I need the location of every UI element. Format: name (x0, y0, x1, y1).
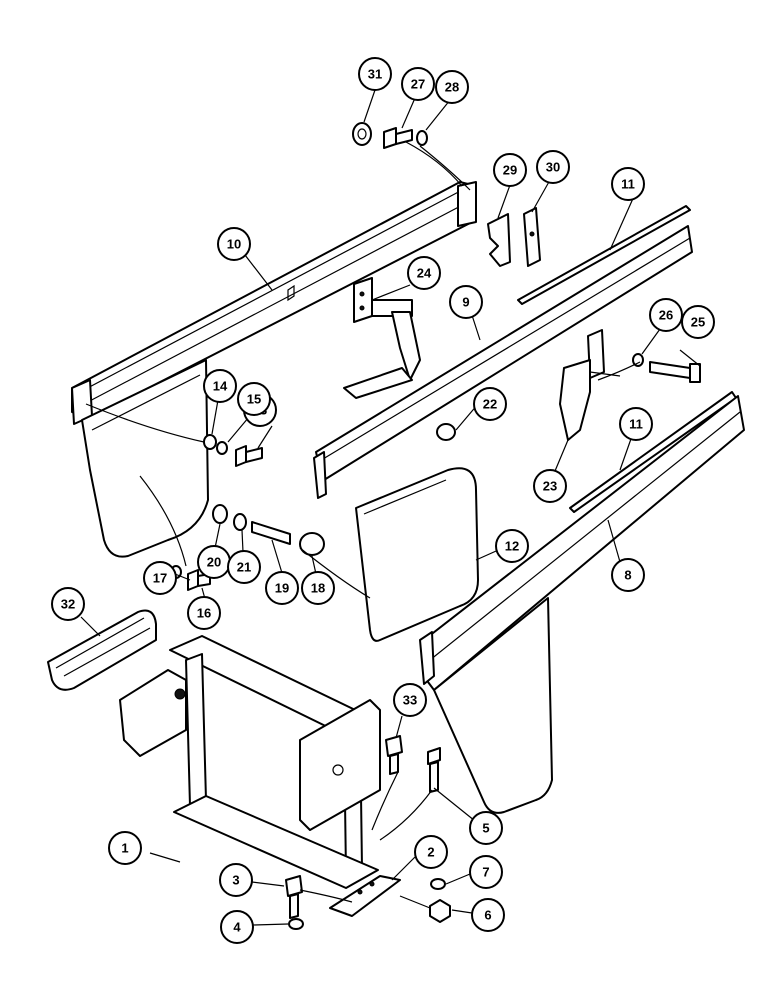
callout-2: 2 (414, 835, 448, 869)
callout-29: 29 (493, 153, 527, 187)
callout-3: 3 (219, 863, 253, 897)
callout-6: 6 (471, 898, 505, 932)
callout-29-label: 29 (503, 163, 517, 178)
callout-32: 32 (51, 587, 85, 621)
callout-24: 24 (407, 256, 441, 290)
rail-part-8 (419, 395, 745, 814)
cover-part-32 (47, 609, 157, 691)
hardware (170, 122, 701, 930)
callout-12-label: 12 (505, 539, 519, 554)
bracket-part-23 (559, 329, 621, 441)
callout-20: 20 (197, 545, 231, 579)
callout-26-label: 26 (659, 308, 673, 323)
callout-3-label: 3 (232, 873, 239, 888)
callout-18-label: 18 (311, 581, 325, 596)
bracket-part-24 (343, 277, 421, 399)
callout-11-upper: 11 (611, 167, 645, 201)
clip-part-29 (487, 213, 511, 267)
callout-23: 23 (533, 469, 567, 503)
callout-21-label: 21 (237, 560, 251, 575)
callout-11-upper-label: 11 (621, 177, 635, 192)
callout-18: 18 (301, 571, 335, 605)
callout-1: 1 (108, 831, 142, 865)
callout-15-label: 15 (247, 392, 261, 407)
callout-11-lower-label: 11 (629, 417, 643, 432)
callouts: 1 2 3 4 5 6 7 8 9 10 11 11 12 13 14 15 1… (51, 57, 715, 944)
callout-23-label: 23 (543, 479, 557, 494)
callout-19: 19 (265, 571, 299, 605)
rail-part-10 (71, 181, 477, 425)
callout-15: 15 (237, 382, 271, 416)
callout-28: 28 (435, 70, 469, 104)
callout-28-label: 28 (445, 80, 459, 95)
step-frame-part-1 (119, 635, 381, 889)
callout-9: 9 (449, 285, 483, 319)
callout-32-label: 32 (61, 597, 75, 612)
callout-16: 16 (187, 596, 221, 630)
callout-25-label: 25 (691, 315, 705, 330)
callout-31: 31 (358, 57, 392, 91)
callout-14: 14 (203, 369, 237, 403)
panel-part-12 (355, 467, 479, 642)
callout-30-label: 30 (546, 160, 560, 175)
callout-33: 33 (393, 683, 427, 717)
callout-12: 12 (495, 529, 529, 563)
callout-11-lower: 11 (619, 407, 653, 441)
callout-27: 27 (401, 67, 435, 101)
callout-22-label: 22 (483, 397, 497, 412)
callout-2-label: 2 (427, 845, 434, 860)
callout-4-label: 4 (233, 920, 241, 935)
callout-8-label: 8 (624, 568, 631, 583)
callout-7: 7 (469, 855, 503, 889)
callout-19-label: 19 (275, 581, 289, 596)
callout-27-label: 27 (411, 77, 425, 92)
callout-7-label: 7 (482, 865, 489, 880)
callout-22: 22 (473, 387, 507, 421)
callout-10: 10 (217, 227, 251, 261)
callout-17-label: 17 (153, 571, 167, 586)
plate-part-2 (329, 875, 401, 917)
callout-5-label: 5 (482, 821, 489, 836)
callout-20-label: 20 (207, 555, 221, 570)
callout-31-label: 31 (368, 67, 382, 82)
callout-14-label: 14 (213, 379, 228, 394)
callout-8: 8 (611, 558, 645, 592)
callout-24-label: 24 (417, 266, 432, 281)
strip-part-11-upper (517, 205, 691, 305)
callout-30: 30 (536, 150, 570, 184)
callout-25: 25 (681, 305, 715, 339)
callout-21: 21 (227, 550, 261, 584)
callout-26: 26 (649, 298, 683, 332)
callout-33-label: 33 (403, 693, 417, 708)
fender-panel-left (81, 359, 209, 558)
callout-10-label: 10 (227, 237, 241, 252)
rail-part-9 (313, 225, 693, 499)
callout-6-label: 6 (484, 908, 491, 923)
callout-4: 4 (220, 910, 254, 944)
callout-16-label: 16 (197, 606, 211, 621)
callout-5: 5 (469, 811, 503, 845)
clip-part-30 (523, 207, 541, 267)
callout-17: 17 (143, 561, 177, 595)
callout-9-label: 9 (462, 295, 469, 310)
callout-1-label: 1 (121, 841, 128, 856)
